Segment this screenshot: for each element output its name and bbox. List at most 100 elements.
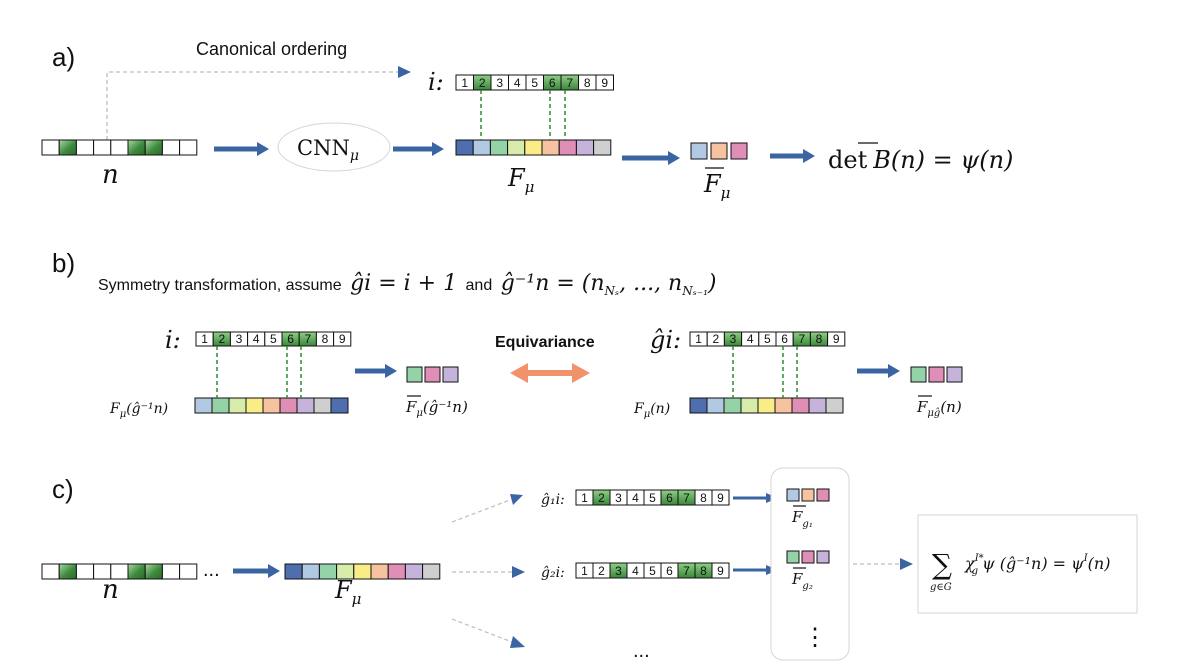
index-cell-label: 2 (479, 76, 486, 90)
n-cell (127, 563, 146, 580)
index-cell-label: 8 (816, 332, 823, 346)
index-cell (333, 331, 352, 347)
c-n-vector (41, 563, 198, 580)
n-cell (161, 563, 181, 580)
index-cell-label: 6 (287, 332, 294, 346)
a-index-label: i: (428, 68, 444, 96)
index-cell-label: 4 (514, 76, 521, 90)
b-left-feature-cell (296, 397, 315, 414)
c-bottom-ellipsis: ... (633, 640, 650, 662)
canonical-ordering-arrowhead (398, 66, 411, 78)
index-cell-label: 3 (615, 564, 622, 578)
panel-c-label: c) (52, 474, 74, 504)
b-left-f-label: Fμ(ĝ⁻¹n) (109, 400, 168, 420)
a-feature-cell (489, 139, 509, 156)
index-cell-label: 3 (236, 332, 243, 346)
arrow-head (432, 142, 444, 156)
index-cell-label: 5 (649, 564, 656, 578)
equivariance-label: Equivariance (495, 334, 595, 351)
c-feature-cell (422, 563, 441, 580)
c-output-box (770, 467, 850, 661)
index-cell-label: 4 (253, 332, 260, 346)
index-cell-label: 9 (717, 564, 724, 578)
output-cell (928, 366, 945, 383)
index-cell (595, 74, 614, 91)
cnn-ellipse (277, 122, 391, 172)
b-right-out-label: Fμĝ(n) (916, 398, 962, 419)
b-left-feature-cell (313, 397, 332, 414)
b-right-index-label: ĝi: (650, 326, 681, 354)
c-f-g2-row (786, 550, 830, 564)
index-cell-label: 8 (322, 332, 329, 346)
index-cell-label: 5 (270, 332, 277, 346)
index-cell-label: 2 (712, 332, 719, 346)
c-sum-sub: g∈G (930, 582, 952, 593)
index-cell-label: 2 (218, 332, 225, 346)
n-cell (127, 139, 146, 156)
index-cell-label: 4 (747, 332, 754, 346)
a-feature-cell (455, 139, 474, 156)
index-cell-label: 5 (649, 491, 656, 505)
n-cell (144, 563, 163, 580)
index-cell-label: 7 (683, 564, 690, 578)
c-feature-cell (284, 563, 303, 580)
index-cell-label: 6 (781, 332, 788, 346)
c-feature-cell (370, 563, 389, 580)
b-left-feature-cell (211, 397, 230, 414)
index-cell-label: 8 (700, 564, 707, 578)
output-cell (730, 142, 748, 160)
a-feature-cell (524, 139, 543, 156)
index-cell-label: 7 (566, 76, 573, 90)
output-cell (801, 488, 815, 502)
index-cell-label: 5 (531, 76, 538, 90)
arrow-head (257, 142, 269, 156)
b-left-index-label: i: (165, 326, 181, 354)
index-cell-label: 4 (632, 491, 639, 505)
index-cell-label: 9 (601, 76, 608, 90)
a-arrows (214, 142, 815, 165)
output-cell (442, 366, 459, 383)
b-left-feature-cell (330, 397, 349, 414)
b-right-f-label: Fμ(n) (633, 401, 670, 420)
a-f-bar-label: Fμ (703, 170, 730, 202)
output-cell (710, 142, 728, 160)
equivariance-arrow (510, 363, 590, 383)
c-g2-label: ĝ₂i: (541, 564, 565, 581)
arrow-head (803, 149, 815, 163)
c-feature-cell (353, 563, 372, 580)
index-cell-label: 2 (598, 564, 605, 578)
c-vdots: ⋮ (803, 623, 827, 651)
a-n-vector (41, 139, 198, 156)
b-left-feature-cell (194, 397, 213, 414)
arrow-head (888, 364, 900, 378)
panel-b-label: b) (52, 248, 75, 278)
index-cell-label: 6 (666, 564, 673, 578)
canonical-ordering-path (106, 71, 398, 140)
n-cell (144, 139, 163, 156)
b-right-f-row (689, 346, 844, 414)
index-cell-label: 1 (461, 76, 468, 90)
c-feature-cell (301, 563, 320, 580)
arrow-head (268, 564, 280, 578)
index-cell (711, 489, 730, 506)
b-right-feature-cell (740, 397, 759, 414)
output-cell (424, 366, 441, 383)
index-cell-label: 1 (201, 332, 208, 346)
b-right-feature-cell (706, 397, 725, 414)
b-left-feature-cell (228, 397, 247, 414)
b-right-feature-cell (689, 397, 708, 414)
b-right-feature-cell (774, 397, 793, 414)
arrow-head (385, 364, 397, 378)
output-cell (786, 550, 800, 564)
n-cell (58, 563, 77, 580)
b-left-feature-cell (245, 397, 264, 414)
b-left-f-row (194, 346, 349, 414)
c-dashed-arrows (451, 494, 525, 648)
a-f-mu-row (455, 90, 612, 156)
c-ellipsis: ... (203, 559, 220, 581)
index-cell-label: 9 (833, 332, 840, 346)
output-cell (786, 488, 800, 502)
